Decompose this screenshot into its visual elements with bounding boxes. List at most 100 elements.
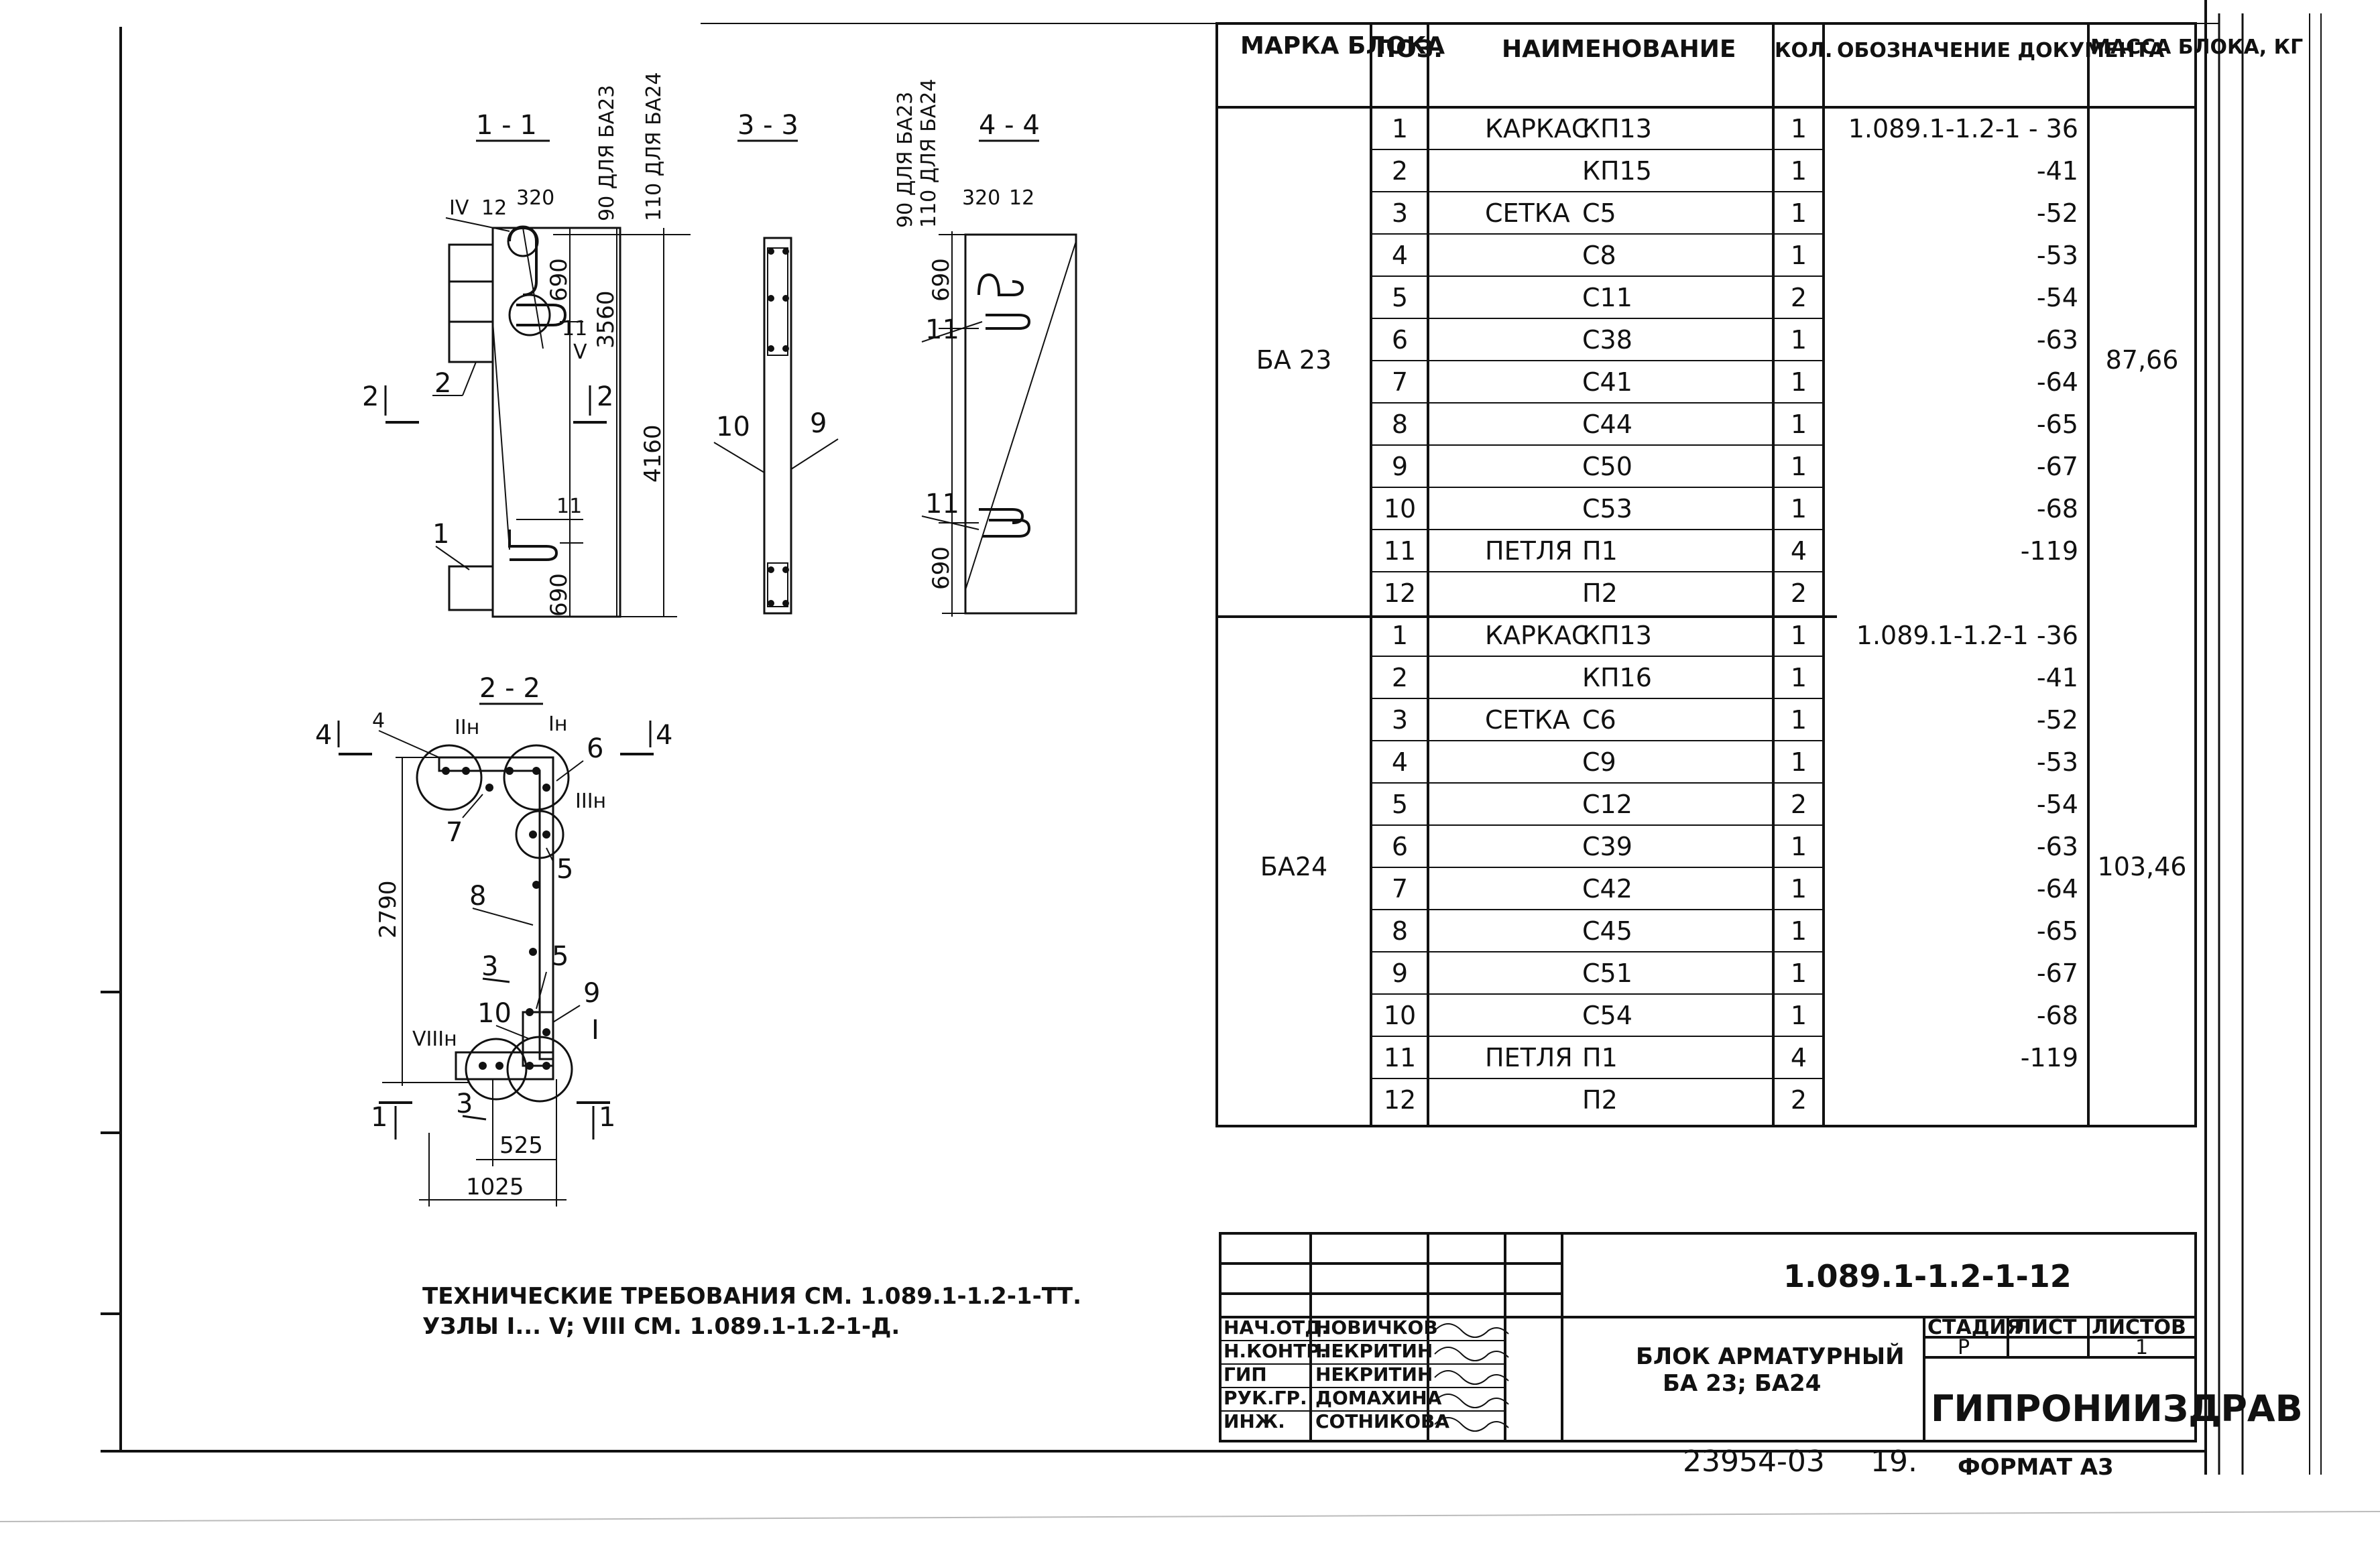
doc-cell: -63 [2037,325,2078,355]
doc-cell: -64 [2037,367,2078,397]
pos-6-22: 6 [587,733,603,764]
sheet-header: ЛИСТ [2015,1316,2077,1339]
sheet-frame [101,0,2322,1475]
code-cell: С11 [1582,283,1632,312]
signature-mark [1434,1394,1509,1408]
qty-cell: 1 [1791,367,1807,397]
qty-cell: 2 [1791,283,1807,312]
pos-cell: 10 [1384,494,1416,523]
dim-4160: 4160 [640,424,666,483]
pos-cell: 1 [1392,621,1408,650]
dim-690-bottom-44: 690 [928,546,955,590]
doc-cell: -54 [2037,283,2078,312]
doc-cell: -67 [2037,959,2078,988]
code-cell: С50 [1582,452,1632,481]
doc-cell: -52 [2037,705,2078,735]
qty-cell: 4 [1791,536,1807,566]
pos-cell: 1 [1392,114,1408,143]
pos-5-22-a: 5 [556,854,573,885]
type-cell: КАРКАС [1485,621,1589,650]
doc-cell: -41 [2037,156,2078,186]
section-label-2-2: 2 - 2 [479,673,540,704]
pos-cell: 9 [1392,959,1408,988]
code-cell: С41 [1582,367,1632,397]
block-mass: 87,66 [2106,345,2179,375]
pos-cell: 12 [1384,578,1416,608]
pos-8-22: 8 [469,881,486,912]
code-cell: С45 [1582,916,1632,946]
dim-525: 525 [499,1132,543,1159]
qty-cell: 4 [1791,1043,1807,1072]
pos-3-22-a: 3 [481,951,498,982]
note-line-1: ТЕХНИЧЕСКИЕ ТРЕБОВАНИЯ СМ. 1.089.1-1.2-1… [422,1283,1081,1310]
doc-cell: -53 [2037,241,2078,270]
person-name: ДОМАХИНА [1315,1387,1442,1409]
node-In: Iн [548,713,567,736]
doc-cell: -41 [2037,663,2078,692]
pos-2: 2 [434,368,451,399]
type-cell: СЕТКА [1485,705,1570,735]
person-name: СОТНИКОВА [1315,1410,1449,1432]
type-cell: КАРКАС [1485,114,1589,143]
note-ba24: 110 ДЛЯ БА24 [642,72,666,221]
signature-mark [1434,1323,1509,1338]
dim-2790: 2790 [375,880,402,938]
qty-cell: 1 [1791,198,1807,228]
pos-11-a: 11 [562,317,587,341]
code-cell: С6 [1582,705,1616,735]
cut-4-left: 4 [315,720,332,751]
pos-5-22-b: 5 [552,941,569,972]
col-header-mass: МАССА БЛОКА, КГ [2090,36,2303,59]
code-cell: С12 [1582,790,1632,819]
doc-cell: -52 [2037,198,2078,228]
role-label: РУК.ГР. [1224,1387,1307,1409]
pos-cell: 6 [1392,832,1408,861]
stage-header: СТАДИЯ [1927,1316,2022,1339]
dim-690-top: 690 [546,258,573,302]
pos-cell: 2 [1392,156,1408,186]
role-label: ГИП [1224,1363,1267,1385]
pos-cell: 10 [1384,1001,1416,1030]
section-3-3: 3 - 3 10 9 [713,110,839,615]
pos-cell: 3 [1392,198,1408,228]
node-IIIn: IIIн [575,790,606,813]
pos-11-b: 11 [556,495,582,518]
qty-cell: 2 [1791,578,1807,608]
org-name: ГИПРОНИИЗДРАВ [1931,1388,2303,1430]
pos-cell: 3 [1392,705,1408,735]
col-header-mark: МАРКА БЛОКА [1240,32,1445,60]
technical-notes: ТЕХНИЧЕСКИЕ ТРЕБОВАНИЯ СМ. 1.089.1-1.2-1… [422,1283,1081,1340]
pos-cell: 11 [1384,1043,1416,1072]
qty-cell: 1 [1791,410,1807,439]
node-V: V [573,341,587,364]
code-cell: С42 [1582,874,1632,904]
stage-value: Р [1958,1336,1970,1359]
note-ba23: 90 ДЛЯ БА23 [595,85,619,221]
signature-mark [1434,1370,1509,1385]
code-cell: КП15 [1582,156,1652,186]
qty-cell: 1 [1791,705,1807,735]
code-cell: С38 [1582,325,1632,355]
note-ba23-44: 90 ДЛЯ БА23 [894,92,917,228]
pos-cell: 8 [1392,916,1408,946]
qty-cell: 1 [1791,1001,1807,1030]
dim-320-44: 320 [962,186,1000,210]
cut-4-right: 4 [656,720,672,751]
code-cell: П1 [1582,536,1618,566]
qty-cell: 1 [1791,156,1807,186]
code-cell: С5 [1582,198,1616,228]
title-block: 1.089.1-1.2-1-12 БЛОК АРМАТУРНЫЙ БА 23; … [1219,1232,2303,1442]
pos-cell: 7 [1392,874,1408,904]
col-header-doc: ОБОЗНАЧЕНИЕ ДОКУМЕНТА [1837,39,2165,62]
code-cell: С51 [1582,959,1632,988]
code-cell: КП16 [1582,663,1652,692]
doc-cell: -63 [2037,832,2078,861]
qty-cell: 1 [1791,325,1807,355]
code-cell: П1 [1582,1043,1618,1072]
col-header-name: НАИМЕНОВАНИЕ [1502,36,1736,63]
cut-1-right: 1 [599,1102,615,1133]
qty-cell: 1 [1791,916,1807,946]
code-cell: С54 [1582,1001,1632,1030]
